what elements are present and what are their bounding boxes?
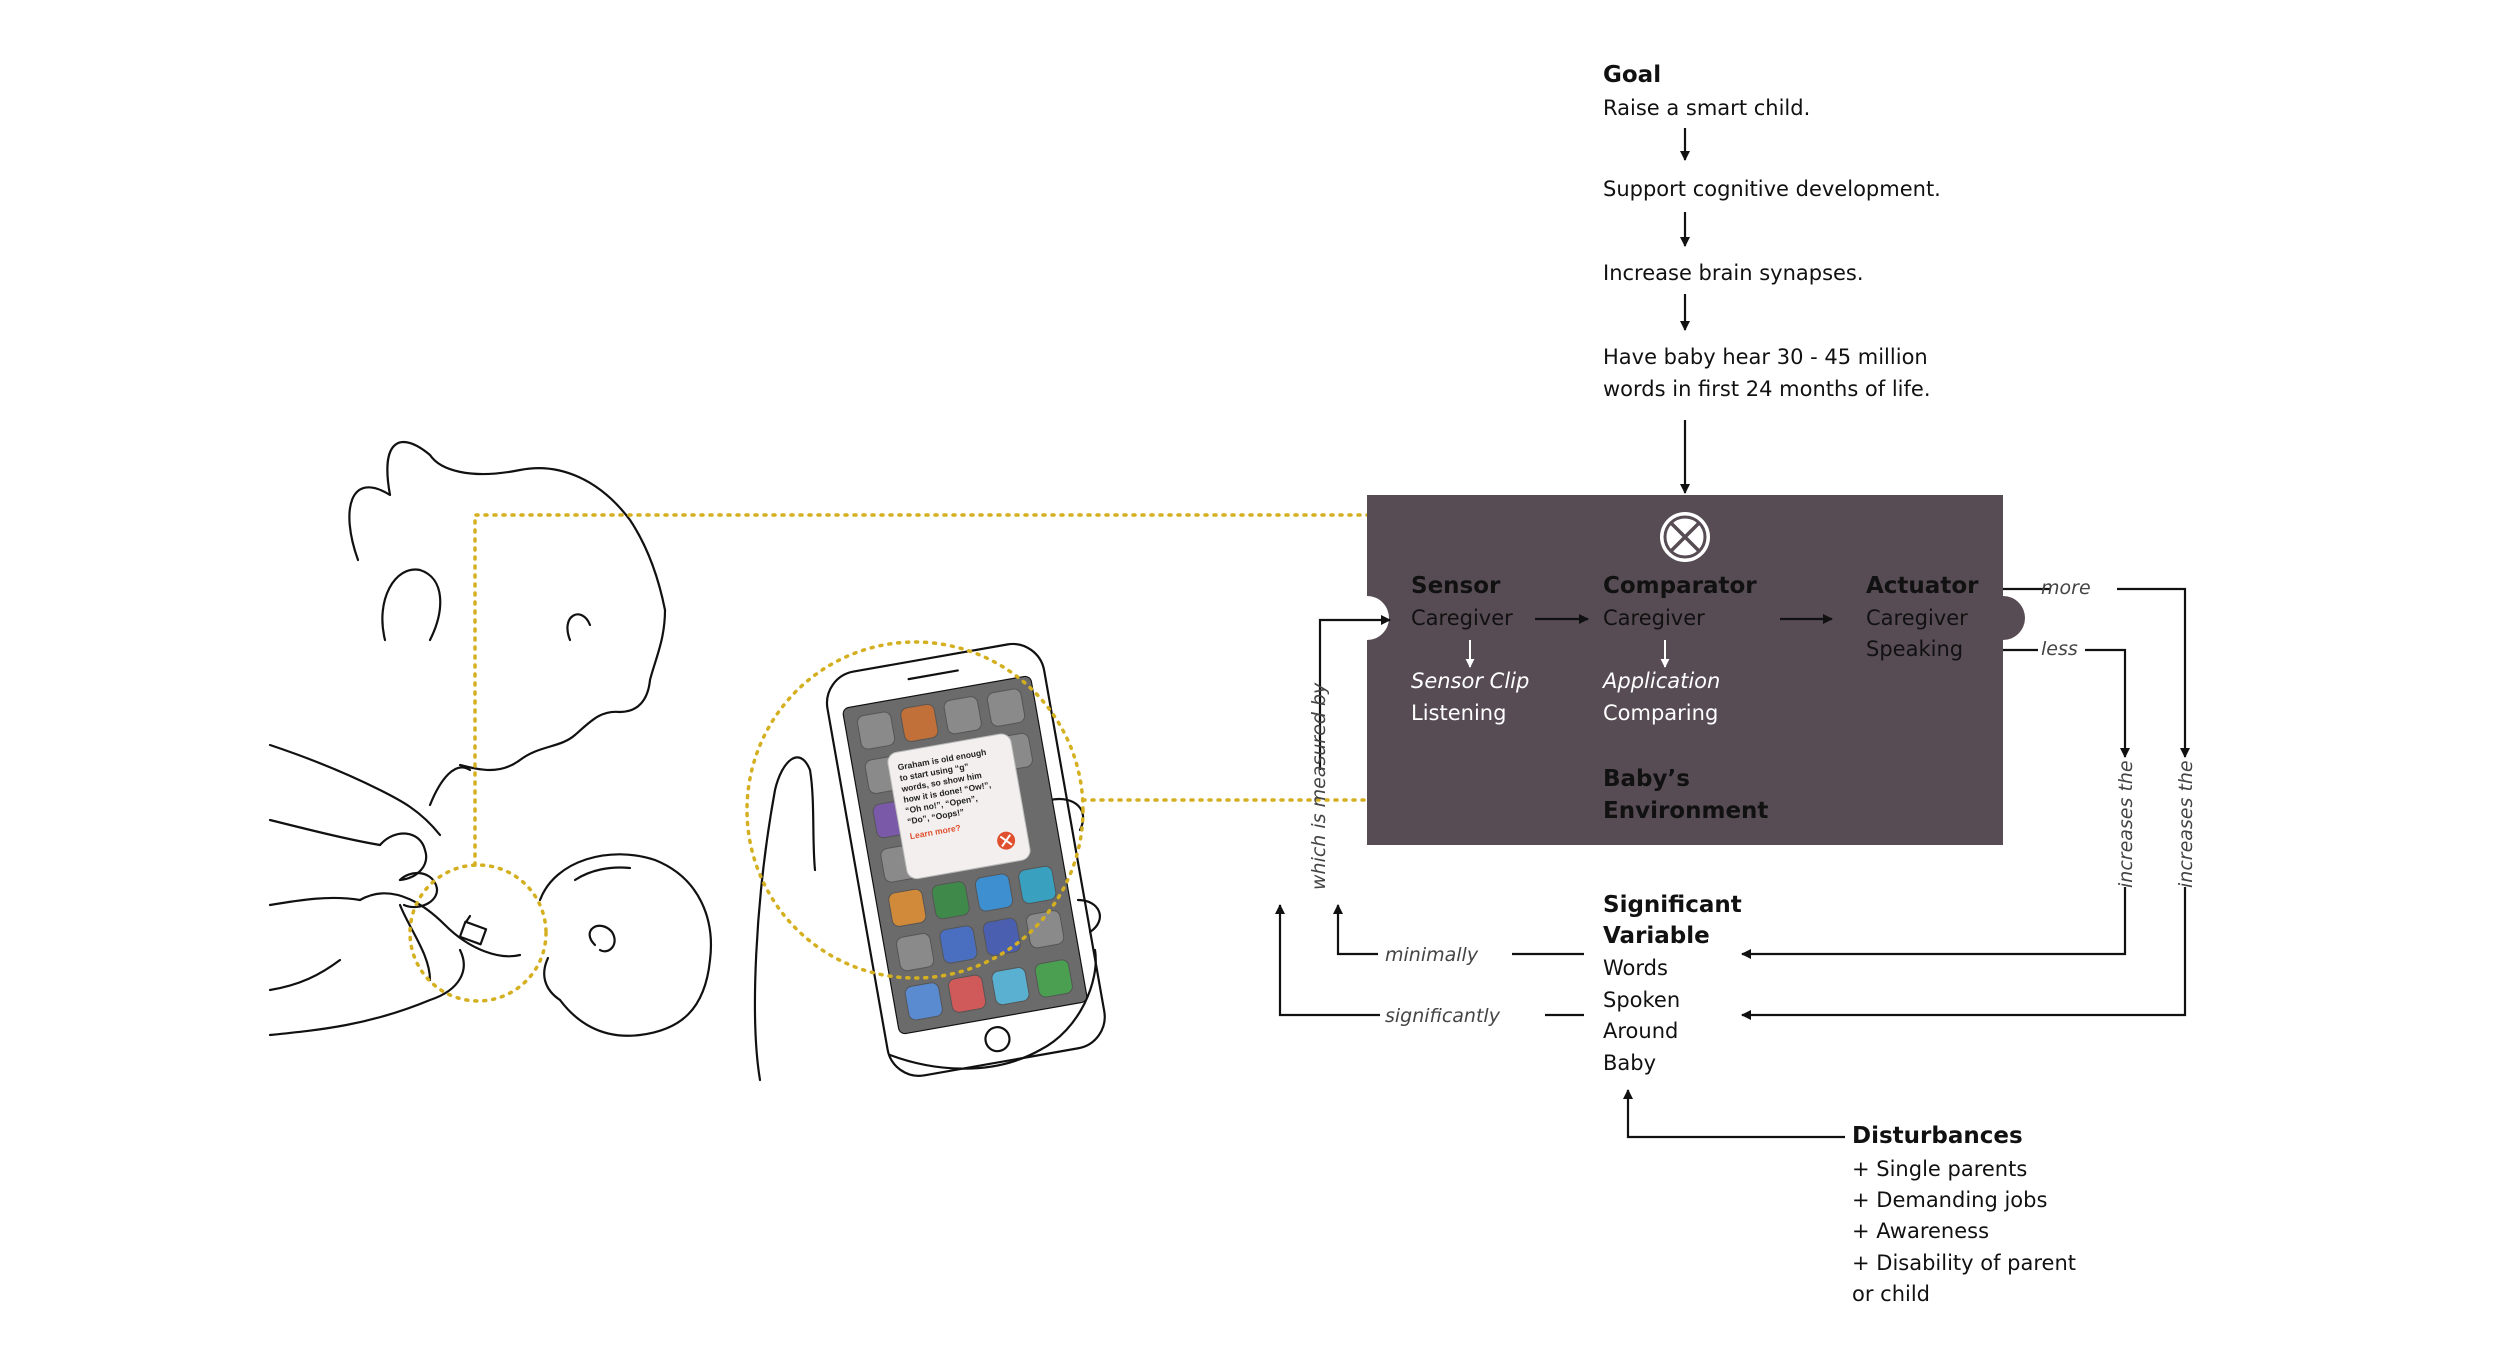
- label-more: more: [2041, 577, 2091, 599]
- comparator-x-icon: [1660, 512, 1710, 562]
- baby-head: [538, 853, 712, 1037]
- label-increases-left: increases the: [2115, 760, 2137, 888]
- label-significantly: significantly: [1385, 1005, 1500, 1027]
- label-minimally: minimally: [1385, 944, 1479, 966]
- disturbance-item: + Awareness: [1852, 1219, 1990, 1243]
- highlight-circle-phone: [745, 640, 1085, 980]
- sensor-clip-action: Listening: [1411, 701, 1507, 725]
- goal-step-3: Increase brain synapses.: [1603, 261, 1864, 285]
- parent-hand-left: [378, 832, 428, 882]
- phone-home-button: [984, 1026, 1011, 1053]
- highlight-circle-baby: [408, 863, 548, 1003]
- parent-hand-left-fingers: [398, 872, 439, 909]
- parent-back: [268, 743, 442, 837]
- environment-line-1: Baby’s: [1603, 766, 1690, 792]
- comparator-line: Caregiver: [1603, 606, 1705, 630]
- goal-step-2: Support cognitive development.: [1603, 177, 1941, 201]
- parent-arm: [268, 818, 382, 847]
- environment-line-2: Environment: [1603, 798, 1769, 824]
- comparator-title: Comparator: [1603, 573, 1757, 599]
- sensor-clip-label: Sensor Clip: [1411, 669, 1530, 693]
- baby-body: [358, 892, 522, 958]
- actuator-line-1: Caregiver: [1866, 606, 1968, 630]
- application-action: Comparing: [1603, 701, 1719, 725]
- parent-baby-illustration: [268, 440, 712, 1037]
- label-increases-right: increases the: [2175, 760, 2197, 888]
- hand-palm: [888, 948, 1097, 1070]
- hand-outline: [753, 756, 817, 1082]
- disturbances-title: Disturbances: [1852, 1123, 2023, 1149]
- sensor-title: Sensor: [1411, 573, 1501, 599]
- application-label: Application: [1603, 669, 1721, 693]
- hand-finger: [1048, 797, 1085, 832]
- baby-face: [543, 956, 562, 1002]
- baby-chest: [398, 903, 432, 982]
- goal-step-1: Raise a smart child.: [1603, 96, 1811, 120]
- baby-hair: [573, 866, 632, 882]
- parent-face: [458, 608, 667, 772]
- parent-arm-lower: [268, 896, 362, 907]
- parent-ear: [566, 613, 592, 642]
- sensor-clip-device: [458, 920, 488, 946]
- goal-step-4-line-1: Have baby hear 30 - 45 million: [1603, 345, 1928, 369]
- significant-variable-item: Spoken: [1603, 988, 1681, 1012]
- goal-step-4-line-2: words in first 24 months of life.: [1603, 377, 1931, 401]
- actuator-line-2: Speaking: [1866, 637, 1964, 661]
- significant-variable-item: Words: [1603, 956, 1668, 980]
- baby-ear: [588, 924, 616, 953]
- feedback-arrows: [1275, 587, 2190, 1139]
- significant-variable-item: Baby: [1603, 1051, 1657, 1075]
- parent-hair: [348, 440, 667, 612]
- disturbance-item: + Demanding jobs: [1852, 1188, 2048, 1212]
- notification-card: [887, 733, 1031, 880]
- goal-title: Goal: [1603, 62, 1662, 88]
- arrow-disturbances: [1623, 1089, 1845, 1139]
- parent-hair-inner: [381, 568, 442, 642]
- phone-screen: Graham is old enough to start using “g” …: [842, 676, 1088, 1034]
- disturbance-item: + Single parents: [1852, 1157, 2028, 1181]
- notification-text: Graham is old enough to start using “g” …: [897, 747, 992, 841]
- significant-variable-title-1: Significant: [1603, 892, 1742, 918]
- baby-arm: [268, 958, 342, 992]
- system-box-shape: [1367, 495, 2025, 845]
- label-less: less: [2041, 638, 2078, 660]
- significant-variable-item: Around: [1603, 1019, 1679, 1043]
- sensor-line: Caregiver: [1411, 606, 1513, 630]
- actuator-title: Actuator: [1866, 573, 1979, 599]
- phone-body: [825, 642, 1106, 1077]
- disturbance-item: or child: [1852, 1282, 1931, 1306]
- label-measured-by: which is measured by: [1308, 682, 1330, 890]
- parent-jaw: [428, 766, 472, 807]
- significant-variable-title-2: Variable: [1603, 923, 1710, 949]
- disturbance-item: + Disability of parent: [1852, 1251, 2077, 1275]
- system-box: [1367, 495, 2025, 845]
- baby-torso: [268, 948, 465, 1037]
- arrow-measured-by: [1318, 615, 1391, 770]
